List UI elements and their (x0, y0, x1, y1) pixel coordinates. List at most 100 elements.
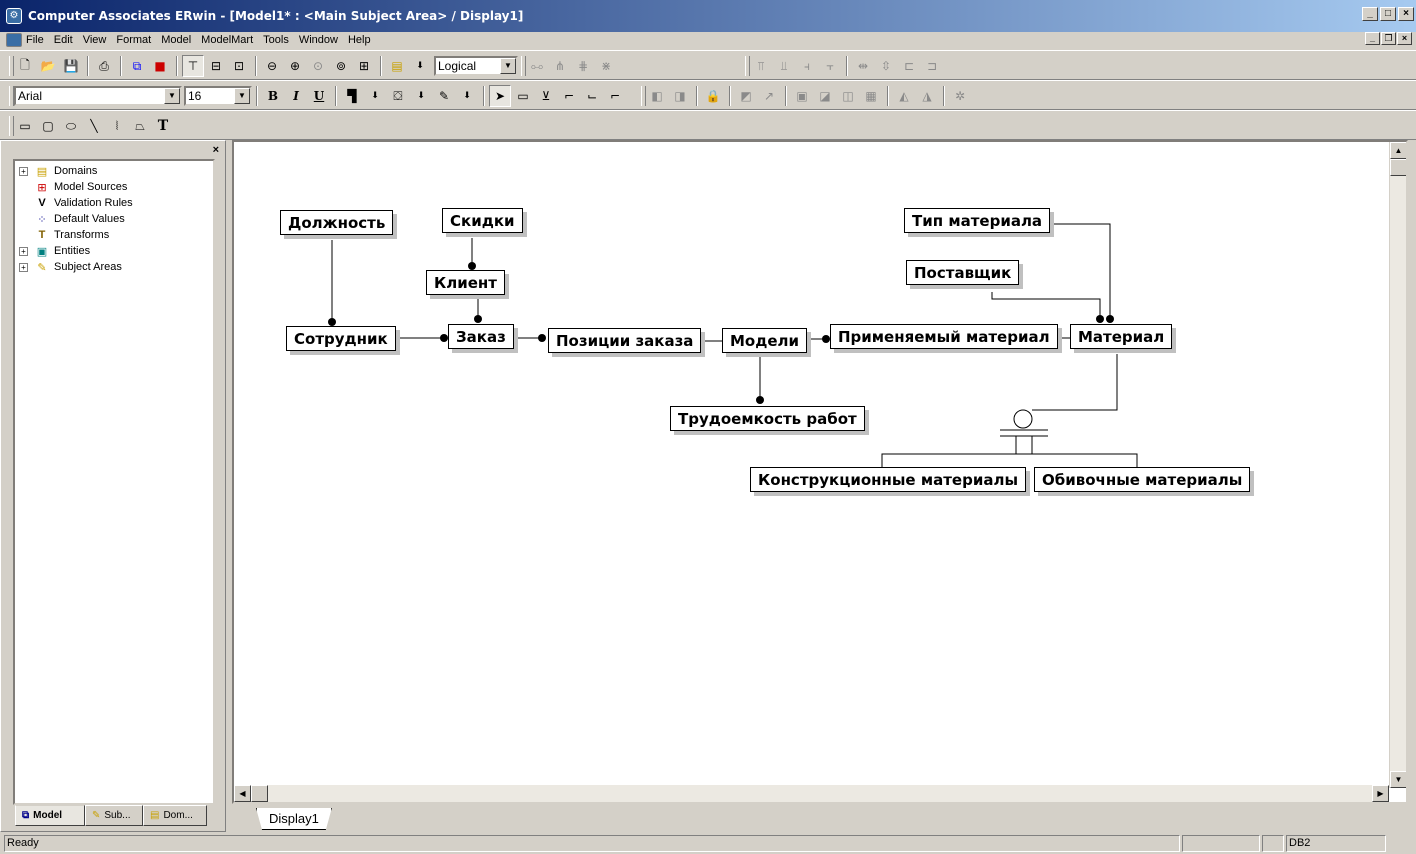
expand-icon[interactable]: + (19, 262, 28, 272)
font-name-select[interactable]: Arial ▼ (14, 86, 182, 106)
expand-icon[interactable]: + (19, 166, 28, 176)
mm-save-icon[interactable]: ◪ (819, 89, 831, 103)
mm-security-icon[interactable]: ◮ (922, 89, 932, 103)
tree-item-entities[interactable]: + ▣ Entities (19, 243, 90, 259)
tree-item-subject-areas[interactable]: + ✎ Subject Areas (19, 259, 122, 275)
zoom-in-icon[interactable]: ⊕ (289, 59, 301, 73)
scroll-down-icon[interactable]: ▼ (1390, 771, 1406, 788)
many-to-many-rel-icon[interactable]: ⌙ (586, 89, 598, 103)
layout-cluster-icon[interactable]: ⋇ (600, 59, 612, 73)
vertical-scroll-thumb[interactable] (1390, 159, 1406, 176)
menu-tools[interactable]: Tools (263, 33, 289, 46)
align-right-icon[interactable]: ⫟ (826, 58, 834, 73)
tree-item-domains[interactable]: + ▤ Domains (19, 163, 97, 179)
chevron-down-icon[interactable]: ▼ (500, 58, 516, 74)
tree-item-validation-rules[interactable]: V Validation Rules (19, 195, 132, 211)
mm-settings-icon[interactable]: ✲ (954, 89, 966, 103)
non-identifying-rel-icon[interactable]: ⌐ (609, 89, 621, 103)
bold-button[interactable]: B (267, 89, 279, 103)
polygon-tool-icon[interactable]: ⏢ (135, 118, 145, 133)
minimize-button[interactable]: _ (1362, 7, 1378, 21)
identifying-rel-icon[interactable]: ⌐ (563, 89, 575, 103)
space-horizontal-icon[interactable]: ⇹ (857, 59, 869, 73)
scroll-right-icon[interactable]: ▶ (1372, 785, 1389, 802)
pin-icon[interactable]: ↗ (763, 89, 775, 103)
line-color-dropdown-icon[interactable]: ⬇ (463, 91, 471, 101)
definition-display-icon[interactable]: ⊡ (233, 59, 245, 73)
document-menu-icon[interactable] (6, 32, 22, 47)
entity-obivochnye-materialy[interactable]: Обивочные материалы (1034, 467, 1251, 492)
tree-item-transforms[interactable]: T Transforms (19, 227, 110, 243)
close-panel-icon[interactable]: × (212, 144, 219, 156)
tab-model[interactable]: ⧉ Model (15, 805, 85, 826)
entity-display-icon[interactable]: ⊤ (182, 55, 204, 77)
font-size-select[interactable]: 16 ▼ (184, 86, 252, 106)
mm-lock-icon[interactable]: ▣ (796, 89, 808, 103)
entity-konstrukcionnye-materialy[interactable]: Конструкционные материалы (750, 467, 1027, 492)
menu-modelmart[interactable]: ModelMart (201, 33, 254, 46)
menu-edit[interactable]: Edit (53, 33, 73, 46)
mdi-restore-button[interactable]: ❐ (1381, 32, 1396, 45)
menu-window[interactable]: Window (298, 33, 338, 46)
entity-tip-materiala[interactable]: Тип материала (904, 208, 1051, 233)
entity-primenyaemyi-material[interactable]: Применяемый материал (830, 324, 1058, 349)
maximize-button[interactable]: □ (1380, 7, 1396, 21)
entity-material[interactable]: Материал (1070, 324, 1173, 349)
close-button[interactable]: × (1398, 7, 1414, 21)
zoom-fit-icon[interactable]: ⊙ (312, 59, 324, 73)
menu-model[interactable]: Model (161, 33, 192, 46)
entity-postavshik[interactable]: Поставщик (906, 260, 1020, 285)
entity-tool-icon[interactable]: ▭ (517, 89, 529, 103)
diagram-canvas[interactable]: Должность Скидки Клиент Сотрудник Заказ … (232, 140, 1408, 804)
horizontal-scrollbar[interactable]: ◀ ▶ (234, 785, 1389, 802)
italic-button[interactable]: I (293, 89, 299, 103)
rounded-rect-tool-icon[interactable]: ▢ (42, 119, 54, 133)
new-file-icon[interactable]: 🗋 (20, 57, 30, 72)
color-icon[interactable]: ■ (154, 59, 166, 73)
tab-domains[interactable]: ▤ Dom... (143, 805, 207, 826)
menu-view[interactable]: View (82, 33, 107, 46)
tab-display1[interactable]: Display1 (256, 808, 332, 830)
mm-open-icon[interactable]: ◩ (740, 89, 752, 103)
mm-disconnect-icon[interactable]: ◨ (674, 89, 686, 103)
align-bottom-icon[interactable]: ⫫ (780, 58, 788, 73)
entity-dolzhnost[interactable]: Должность (280, 210, 394, 235)
entity-modeli[interactable]: Модели (722, 328, 808, 353)
layout-hier-icon[interactable]: ⋕ (577, 59, 589, 73)
line-tool-icon[interactable]: ╲ (90, 119, 98, 133)
tree-item-model-sources[interactable]: ⊞ Model Sources (19, 179, 127, 195)
text-color-dropdown-icon[interactable]: ⬇ (371, 91, 379, 101)
zoom-page-icon[interactable]: ⊞ (358, 59, 370, 73)
align-left-icon[interactable]: ⫞ (803, 58, 810, 73)
menu-file[interactable]: File (26, 33, 44, 46)
open-folder-icon[interactable]: 📂 (40, 59, 56, 73)
expand-icon[interactable]: + (19, 246, 28, 256)
ellipse-tool-icon[interactable]: ⬭ (65, 118, 77, 133)
mm-merge-icon[interactable]: ◫ (842, 89, 854, 103)
menu-help[interactable]: Help (347, 33, 371, 46)
center-h-icon[interactable]: ⊏ (903, 59, 915, 73)
entity-zakaz[interactable]: Заказ (448, 324, 514, 349)
line-color-icon[interactable]: ✎ (438, 89, 450, 103)
horizontal-scroll-thumb[interactable] (251, 785, 268, 802)
entity-klient[interactable]: Клиент (426, 270, 505, 295)
menu-format[interactable]: Format (116, 33, 152, 46)
chevron-down-icon[interactable]: ▼ (234, 88, 250, 104)
pointer-tool-icon[interactable]: ➤ (489, 85, 511, 107)
entity-skidki[interactable]: Скидки (442, 208, 523, 233)
entity-sotrudnik[interactable]: Сотрудник (286, 326, 396, 351)
copy-icon[interactable]: ⧉ (132, 58, 142, 73)
mm-grid-icon[interactable]: ▦ (865, 89, 877, 103)
fill-color-dropdown-icon[interactable]: ⬇ (417, 91, 425, 101)
underline-button[interactable]: U (313, 89, 325, 103)
subtype-tool-icon[interactable]: ⊻ (541, 89, 551, 103)
chevron-down-icon[interactable]: ▼ (164, 88, 180, 104)
display-level-icon[interactable]: ▤ (391, 59, 403, 73)
entity-pozicii-zakaza[interactable]: Позиции заказа (548, 328, 702, 353)
align-top-icon[interactable]: ⫪ (757, 58, 765, 73)
polyline-tool-icon[interactable]: ⦚ (115, 118, 119, 133)
scroll-left-icon[interactable]: ◀ (234, 785, 251, 802)
space-vertical-icon[interactable]: ⇳ (880, 59, 892, 73)
layout-tree-icon[interactable]: ⋔ (554, 59, 566, 73)
lock-icon[interactable]: 🔒 (705, 89, 721, 103)
